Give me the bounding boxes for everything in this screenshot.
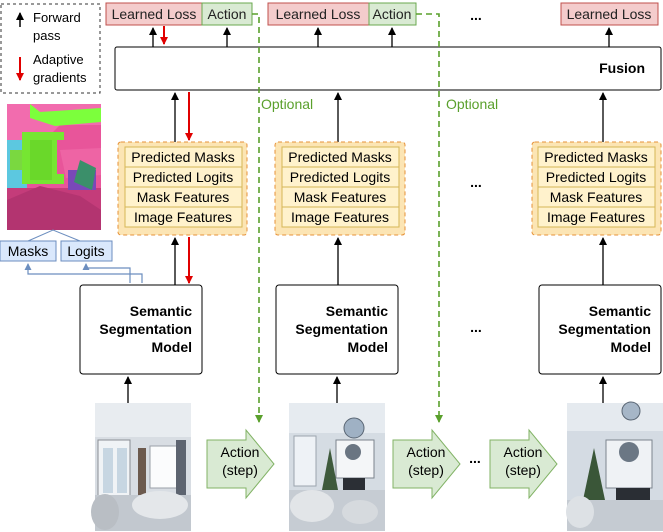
feature-stack: Predicted Masks Predicted Logits Mask Fe… [531, 141, 662, 236]
fusion-label: Fusion [599, 60, 645, 76]
feature-item: Image Features [134, 209, 232, 225]
masks-label: Masks [8, 243, 48, 259]
action-step-label-line1: Action [407, 444, 446, 460]
feature-item: Predicted Logits [133, 169, 233, 185]
feature-item: Mask Features [294, 189, 387, 205]
action-step-arrow: Action (step) [206, 428, 275, 500]
legend-pass-label: pass [33, 28, 61, 43]
model-label-line1: Semantic [326, 303, 388, 319]
segmentation-model: Semantic Segmentation Model [538, 284, 662, 375]
model-label-line2: Segmentation [295, 321, 388, 337]
masks-arrow [24, 263, 143, 283]
feature-stack: Predicted Masks Predicted Logits Mask Fe… [117, 141, 248, 236]
feature-item: Image Features [547, 209, 645, 225]
optional-path-1 [252, 13, 263, 423]
logits-label: Logits [67, 243, 104, 259]
feature-item: Predicted Masks [288, 149, 391, 165]
feature-item: Predicted Logits [546, 169, 646, 185]
room-photo [289, 403, 385, 531]
feature-item: Mask Features [550, 189, 643, 205]
action-step-label-line2: (step) [408, 462, 444, 478]
learned-loss-label: Learned Loss [276, 6, 361, 22]
mask-connector [27, 229, 81, 242]
action-label: Action [208, 6, 247, 22]
top-row-ellipsis: ... [470, 7, 482, 23]
fusion-box [114, 46, 662, 91]
feature-item: Predicted Logits [290, 169, 390, 185]
legend-forward-label: Forward [33, 10, 81, 25]
optional-path-2 [416, 13, 443, 423]
optional-label: Optional [446, 96, 498, 112]
action-step-label-line2: (step) [505, 462, 541, 478]
logits-box [60, 240, 113, 262]
top-row: Learned Loss Action Learned Loss Action … [105, 2, 659, 26]
model-label-line3: Model [611, 339, 651, 355]
action-step-label-line1: Action [221, 444, 260, 460]
action-step-label-line2: (step) [222, 462, 258, 478]
action-step-label-line1: Action [504, 444, 543, 460]
feature-item: Image Features [291, 209, 389, 225]
learned-loss-box [560, 2, 659, 26]
feature-stack: Predicted Masks Predicted Logits Mask Fe… [274, 141, 406, 236]
learned-loss-label: Learned Loss [567, 6, 652, 22]
action-step-arrow: Action (step) [489, 428, 558, 500]
feature-item: Mask Features [137, 189, 230, 205]
model-label-line3: Model [348, 339, 388, 355]
feature-item: Predicted Masks [544, 149, 647, 165]
segmentation-mask-image [7, 104, 101, 230]
segmentation-model: Semantic Segmentation Model [275, 284, 399, 375]
model-ellipsis: ... [470, 319, 482, 335]
logits-arrow [82, 263, 131, 283]
action-label: Action [373, 6, 412, 22]
model-label-line1: Semantic [589, 303, 651, 319]
model-label-line1: Semantic [130, 303, 192, 319]
optional-label: Optional [261, 96, 313, 112]
legend-gradients-label: gradients [33, 70, 87, 85]
feature-item: Predicted Masks [131, 149, 234, 165]
action-ellipsis: ... [469, 450, 481, 466]
learned-loss-label: Learned Loss [112, 6, 197, 22]
room-photo [566, 401, 663, 531]
action-step-arrow: Action (step) [392, 428, 461, 500]
segmentation-model: Semantic Segmentation Model [79, 284, 203, 375]
model-label-line2: Segmentation [558, 321, 651, 337]
legend-box: Forward pass Adaptive gradients [0, 3, 101, 94]
model-label-line3: Model [152, 339, 192, 355]
legend-adaptive-label: Adaptive [33, 52, 84, 67]
feature-ellipsis: ... [470, 174, 482, 190]
room-photo [91, 403, 191, 531]
model-label-line2: Segmentation [99, 321, 192, 337]
